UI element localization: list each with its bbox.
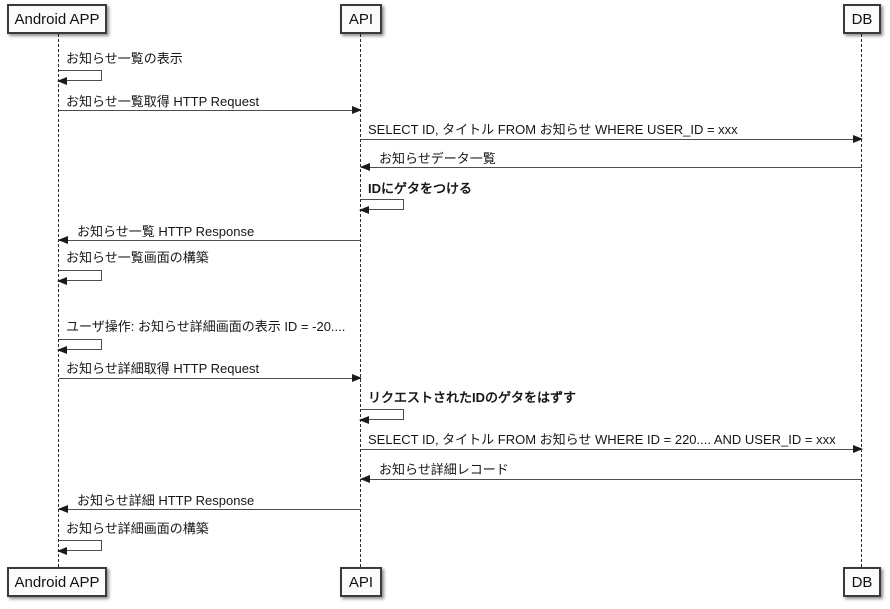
arrowhead-left-icon <box>359 416 369 424</box>
self-message-loop <box>359 409 404 424</box>
arrowhead-left-icon <box>57 547 67 555</box>
message-arrow <box>361 445 863 453</box>
arrowhead-left-icon <box>360 163 370 171</box>
arrowhead-left-icon <box>57 277 67 285</box>
message-arrow <box>361 135 863 143</box>
message-label: お知らせ詳細 HTTP Response <box>77 493 255 508</box>
message-arrow <box>360 475 862 483</box>
participant-label: Android APP <box>14 573 100 591</box>
participant-db-top: DB <box>843 4 881 34</box>
participant-api-top: API <box>340 4 382 34</box>
message-label: SELECT ID, タイトル FROM お知らせ WHERE ID = 220… <box>368 432 836 447</box>
message-arrow <box>58 505 361 513</box>
self-message-loop <box>57 70 102 85</box>
message-arrow <box>58 236 361 244</box>
message-label: お知らせ一覧画面の構築 <box>66 250 209 265</box>
message-label: IDにゲタをつける <box>368 181 473 196</box>
participant-label: DB <box>851 10 873 28</box>
participant-android-app-top: Android APP <box>7 4 107 34</box>
message-label: お知らせ一覧 HTTP Response <box>77 224 255 239</box>
message-label: リクエストされたIDのゲタをはずす <box>368 390 577 405</box>
arrowhead-right-icon <box>352 374 362 382</box>
self-message-loop <box>57 540 102 555</box>
arrowhead-left-icon <box>58 236 68 244</box>
lifeline-api <box>360 34 361 567</box>
message-label: お知らせ詳細画面の構築 <box>66 521 209 536</box>
participant-label: API <box>348 10 374 28</box>
arrowhead-right-icon <box>853 445 863 453</box>
participant-label: DB <box>851 573 873 591</box>
message-label: お知らせ一覧の表示 <box>66 51 183 66</box>
arrowhead-left-icon <box>360 475 370 483</box>
message-arrow <box>59 374 362 382</box>
participant-api-bottom: API <box>340 567 382 597</box>
participant-db-bottom: DB <box>843 567 881 597</box>
participant-label: Android APP <box>14 10 100 28</box>
arrowhead-left-icon <box>359 206 369 214</box>
message-arrow <box>59 106 362 114</box>
lifeline-android-app <box>58 34 59 567</box>
self-message-loop <box>57 339 102 354</box>
message-label: SELECT ID, タイトル FROM お知らせ WHERE USER_ID … <box>368 122 738 137</box>
message-label: お知らせ詳細取得 HTTP Request <box>66 361 260 376</box>
arrowhead-left-icon <box>57 77 67 85</box>
message-arrow <box>360 163 862 171</box>
self-message-loop <box>359 199 404 214</box>
self-message-loop <box>57 270 102 285</box>
participant-label: API <box>348 573 374 591</box>
message-label: ユーザ操作: お知らせ詳細画面の表示 ID = -20.... <box>66 319 346 334</box>
participant-android-app-bottom: Android APP <box>7 567 107 597</box>
arrowhead-right-icon <box>352 106 362 114</box>
message-label: お知らせ一覧取得 HTTP Request <box>66 94 260 109</box>
message-label: お知らせ詳細レコード <box>379 462 509 477</box>
message-label: お知らせデータ一覧 <box>379 151 496 166</box>
lifeline-db <box>861 34 862 567</box>
arrowhead-right-icon <box>853 135 863 143</box>
arrowhead-left-icon <box>58 505 68 513</box>
arrowhead-left-icon <box>57 346 67 354</box>
